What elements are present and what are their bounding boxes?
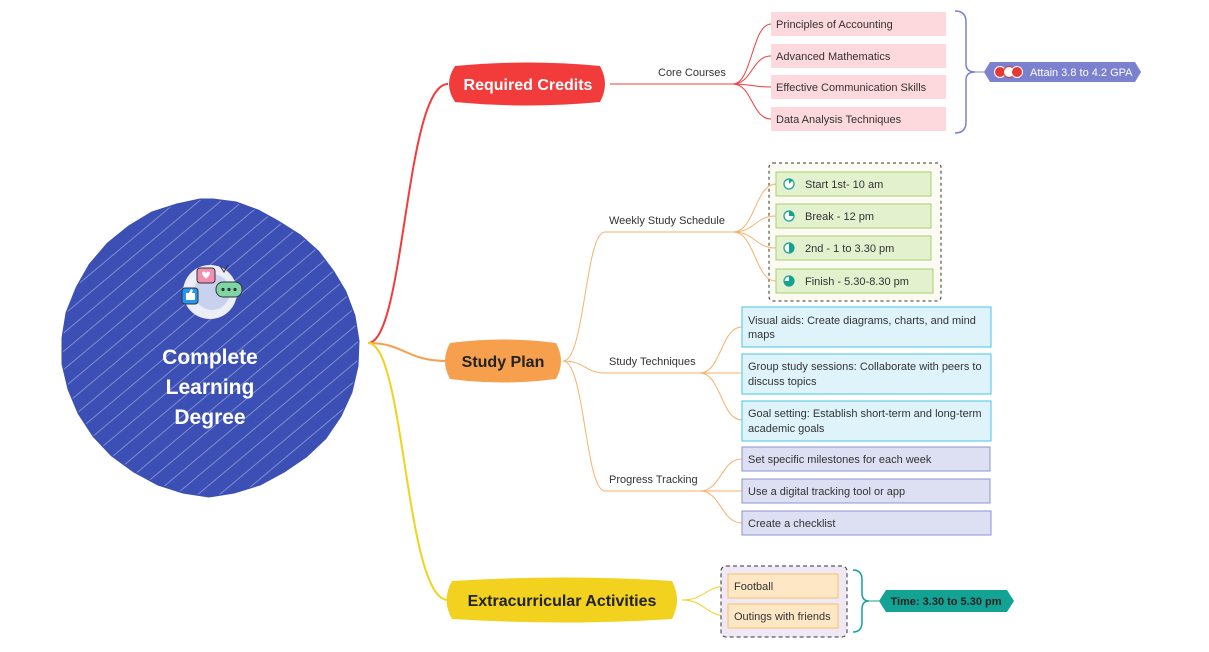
progress-pie-icon xyxy=(783,178,795,190)
leaf-label-line-1: Group study sessions: Collaborate with p… xyxy=(748,361,982,373)
summary-gpa-badge[interactable]: Attain 3.8 to 4.2 GPA xyxy=(984,62,1141,82)
leaf-effective-communication-skills[interactable]: Effective Communication Skills xyxy=(771,75,946,99)
leaf-digital-tracking[interactable]: Use a digital tracking tool or app xyxy=(741,478,991,504)
root-node[interactable]: Complete Learning Degree xyxy=(61,198,360,498)
leaf-label-line-2: discuss topics xyxy=(748,376,817,388)
schedule-connectors xyxy=(732,183,777,282)
leaf-start-1st[interactable]: Start 1st- 10 am xyxy=(775,171,932,197)
subtopic-study-techniques[interactable]: Study Techniques xyxy=(609,356,696,368)
leaf-create-checklist[interactable]: Create a checklist xyxy=(741,510,992,536)
tracking-connectors xyxy=(699,458,743,524)
leaf-data-analysis-techniques[interactable]: Data Analysis Techniques xyxy=(771,107,946,131)
topic-required-credits-label: Required Credits xyxy=(464,77,593,94)
root-title-line-3: Degree xyxy=(174,406,245,429)
summary-time-badge[interactable]: Time: 3.30 to 5.30 pm xyxy=(879,590,1014,612)
progress-pie-icon xyxy=(783,210,795,222)
topic-extracurricular-label: Extracurricular Activities xyxy=(468,593,657,610)
subtopic-progress-tracking[interactable]: Progress Tracking xyxy=(609,474,698,486)
progress-pie-icon xyxy=(783,275,795,287)
leaf-label: Football xyxy=(734,581,773,593)
leaf-visual-aids[interactable]: Visual aids: Create diagrams, charts, an… xyxy=(741,306,992,348)
topic-extracurricular[interactable]: Extracurricular Activities xyxy=(446,577,678,623)
progress-pie-icon xyxy=(783,242,795,254)
leaf-label-line-2: maps xyxy=(748,329,775,341)
leaf-label-line-1: Visual aids: Create diagrams, charts, an… xyxy=(748,315,976,327)
root-scribble-texture xyxy=(63,200,358,496)
leaf-set-milestones[interactable]: Set specific milestones for each week xyxy=(741,446,991,472)
techniques-connectors xyxy=(699,326,743,421)
connector-study-plan xyxy=(367,342,449,362)
topic-study-plan[interactable]: Study Plan xyxy=(445,339,561,383)
study-plan-connectors xyxy=(562,231,733,492)
leaf-group-study[interactable]: Group study sessions: Collaborate with p… xyxy=(741,353,992,395)
progress-pie-fill xyxy=(784,276,794,286)
leaf-label: Advanced Mathematics xyxy=(776,51,891,63)
leaf-principles-of-accounting[interactable]: Principles of Accounting xyxy=(771,12,946,36)
leaf-finish[interactable]: Finish - 5.30-8.30 pm xyxy=(775,268,934,294)
connector-required-credits xyxy=(367,83,449,344)
topic-study-plan-label: Study Plan xyxy=(462,354,545,371)
connector-extracurricular xyxy=(367,342,449,601)
subtopic-weekly-study-schedule[interactable]: Weekly Study Schedule xyxy=(609,215,725,227)
leaf-label: Finish - 5.30-8.30 pm xyxy=(805,276,909,288)
leaf-label-line-2: academic goals xyxy=(748,423,825,435)
leaf-goal-setting[interactable]: Goal setting: Establish short-term and l… xyxy=(741,400,992,442)
leaf-label: Principles of Accounting xyxy=(776,19,893,31)
leaf-advanced-mathematics[interactable]: Advanced Mathematics xyxy=(771,44,946,68)
progress-pie-fill xyxy=(789,211,794,216)
summary-gpa-label: Attain 3.8 to 4.2 GPA xyxy=(1030,67,1133,79)
leaf-label: Data Analysis Techniques xyxy=(776,114,902,126)
subtopic-core-courses-label: Core Courses xyxy=(658,67,726,79)
leaf-label: Set specific milestones for each week xyxy=(748,454,932,466)
leaf-outings[interactable]: Outings with friends xyxy=(727,603,839,629)
progress-pie-fill xyxy=(789,243,794,253)
summary-time-label: Time: 3.30 to 5.30 pm xyxy=(890,596,1001,608)
summary-brace-time xyxy=(852,569,870,633)
leaf-label: Use a digital tracking tool or app xyxy=(748,486,905,498)
leaf-label: Create a checklist xyxy=(748,518,835,530)
leaf-break[interactable]: Break - 12 pm xyxy=(775,203,932,229)
leaf-label: Break - 12 pm xyxy=(805,211,874,223)
subtopic-core-courses[interactable]: Core Courses xyxy=(655,67,733,85)
leaf-label-line-1: Goal setting: Establish short-term and l… xyxy=(748,408,982,420)
root-title-line-2: Learning xyxy=(166,376,255,399)
topic-required-credits[interactable]: Required Credits xyxy=(449,62,605,106)
leaf-football[interactable]: Football xyxy=(727,573,839,599)
root-title-line-1: Complete xyxy=(162,346,258,369)
leaf-label: 2nd - 1 to 3.30 pm xyxy=(805,243,894,255)
summary-brace-gpa xyxy=(954,10,976,134)
priority-marker-icon xyxy=(994,66,1023,78)
leaf-label: Start 1st- 10 am xyxy=(805,179,883,191)
leaf-label: Effective Communication Skills xyxy=(776,82,927,94)
leaf-2nd-session[interactable]: 2nd - 1 to 3.30 pm xyxy=(775,235,932,261)
root-connectors xyxy=(367,83,449,601)
social-chat-icon xyxy=(181,264,243,319)
schedule-boundary xyxy=(768,162,942,302)
progress-pie-fill xyxy=(789,179,793,184)
core-courses-connectors xyxy=(732,23,772,120)
leaf-label: Outings with friends xyxy=(734,611,831,623)
